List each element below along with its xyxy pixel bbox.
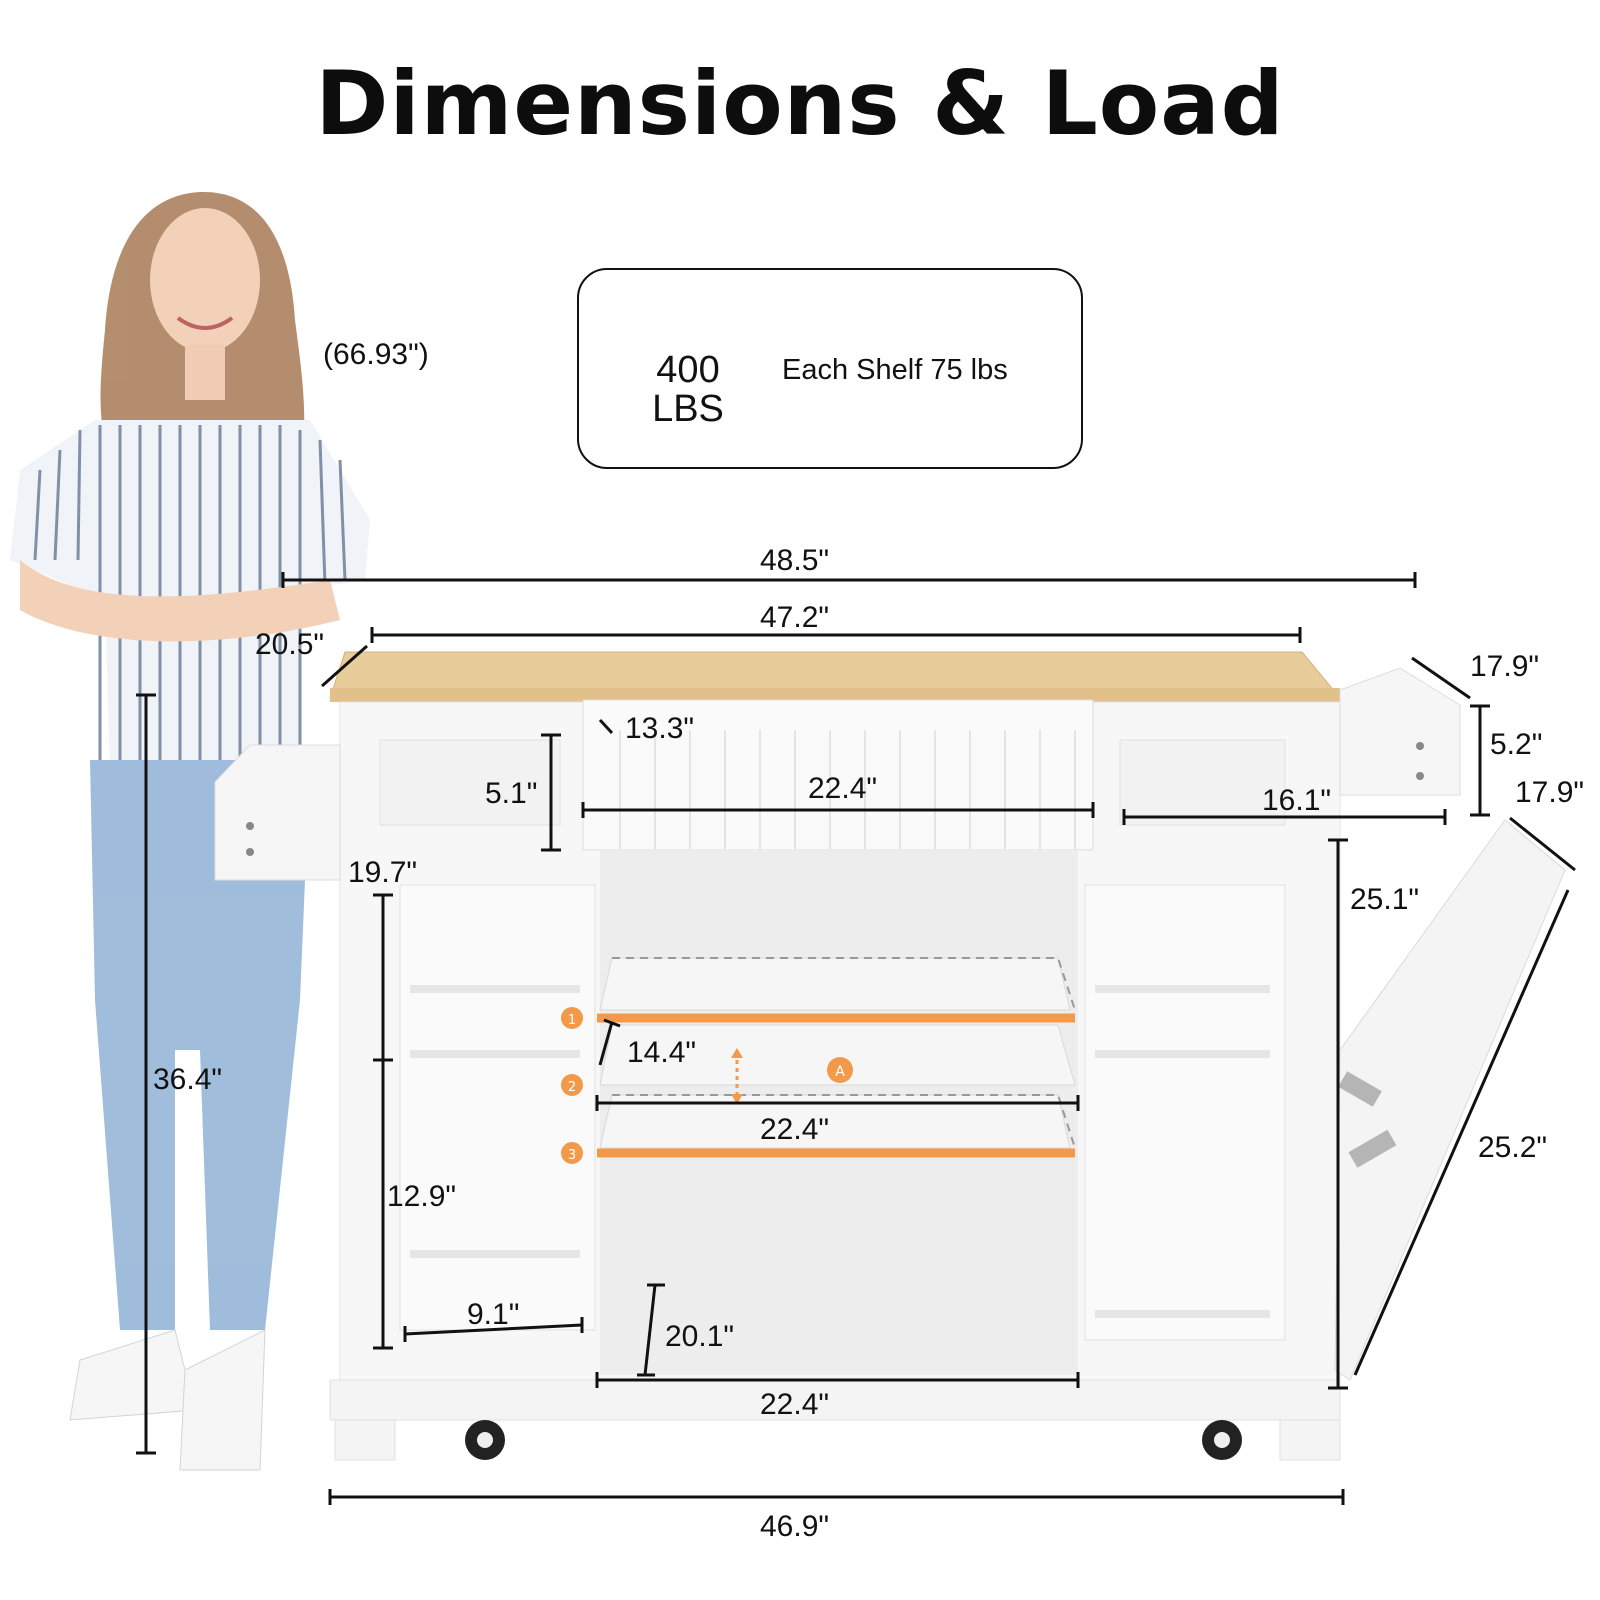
flap-width-label: 17.9" bbox=[1515, 776, 1585, 809]
side-drawer-width-label: 17.9" bbox=[1470, 650, 1540, 683]
total-height-label: 36.4" bbox=[153, 1063, 223, 1096]
svg-text:A: A bbox=[835, 1064, 845, 1080]
top-width-label: 47.2" bbox=[760, 601, 830, 634]
cabinet-height-label: 25.1" bbox=[1350, 883, 1420, 916]
shelf-depth-label: 14.4" bbox=[627, 1036, 697, 1069]
person-figure bbox=[10, 191, 370, 1471]
lower-width-label: 22.4" bbox=[760, 1388, 830, 1421]
svg-text:2: 2 bbox=[568, 1080, 576, 1095]
kitchen-island bbox=[214, 651, 1566, 1461]
weight-unit: LBS bbox=[652, 388, 724, 430]
center-drawer-width-label: 22.4" bbox=[808, 772, 878, 805]
shelf-capacity-text: Each Shelf 75 lbs bbox=[782, 354, 1008, 386]
side-drawer-height-label: 5.2" bbox=[1490, 728, 1543, 761]
right-drawer-width-label: 16.1" bbox=[1262, 784, 1332, 817]
shelf-marker-a bbox=[827, 1057, 853, 1083]
center-drawer-depth-label: 13.3" bbox=[625, 712, 695, 745]
svg-text:1: 1 bbox=[568, 1013, 576, 1028]
door-height-label: 12.9" bbox=[387, 1180, 457, 1213]
overall-width-label: 48.5" bbox=[760, 544, 830, 577]
left-drawer-width-label: 19.7" bbox=[348, 856, 418, 889]
page-title: Dimensions & Load bbox=[315, 52, 1285, 155]
lower-depth-label: 20.1" bbox=[665, 1320, 735, 1353]
shelf-marker-3 bbox=[561, 1142, 583, 1164]
person-height-label: (66.93") bbox=[323, 338, 429, 371]
flap-height-label: 25.2" bbox=[1478, 1131, 1548, 1164]
base-width-label: 46.9" bbox=[760, 1510, 830, 1543]
shelf-width-label: 22.4" bbox=[760, 1113, 830, 1146]
dimension-lines bbox=[136, 572, 1576, 1505]
shelf-marker-1 bbox=[561, 1007, 583, 1029]
svg-text:3: 3 bbox=[568, 1148, 576, 1163]
drawer-height-label: 5.1" bbox=[485, 777, 538, 810]
weight-value: 400 bbox=[656, 349, 720, 391]
shelf-marker-2 bbox=[561, 1074, 583, 1096]
depth-label: 20.5" bbox=[255, 628, 325, 661]
load-capacity-box bbox=[577, 268, 1083, 469]
door-shelf-width-label: 9.1" bbox=[467, 1298, 520, 1331]
shelf-highlights: 1 2 3 A bbox=[561, 1007, 1075, 1164]
